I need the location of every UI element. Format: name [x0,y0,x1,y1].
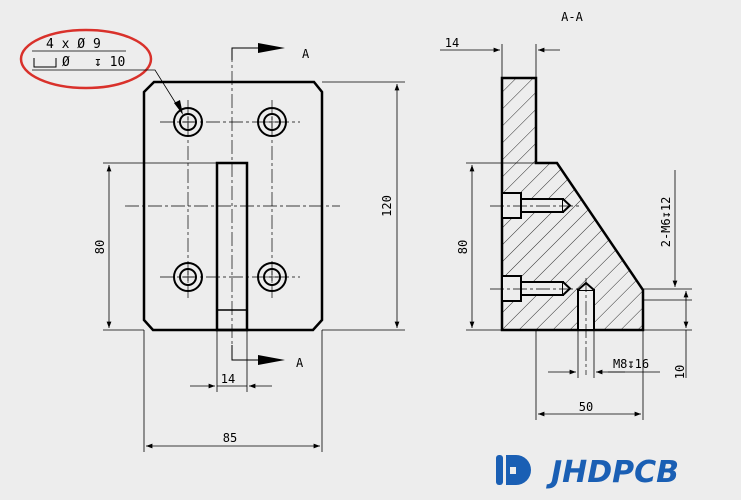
dimension-height-120 [322,81,405,331]
front-view: A A 120 80 14 85 [93,43,405,452]
section-arrow-bottom [231,345,285,365]
center-lines [125,48,340,345]
section-label-bottom: A [296,356,304,370]
dimension-m6 [643,170,692,378]
section-view: A-A 14 [440,10,692,420]
section-title: A-A [561,10,583,24]
dim-label-85: 85 [223,431,237,445]
section-label-top: A [302,47,310,61]
thread-label-m6: 2-M6↧12 [659,197,673,248]
section-center-lines [490,205,587,375]
counterbore-section [501,192,572,219]
section-arrow-top [231,43,285,60]
dimension-base-50 [535,330,644,420]
dim-label-10: 10 [673,365,687,379]
dim-label-14-side: 14 [445,36,459,50]
logo-text: JHDPCB [546,455,679,490]
dimension-thickness-14 [440,44,560,78]
counterbore-section [501,275,572,302]
jhdpcb-logo: JHDPCB [496,455,679,490]
dim-label-14-front: 14 [221,372,235,386]
hole-callout: 4 x Ø 9 Ø ↧ 10 [19,28,183,115]
dimension-side-80 [466,162,536,331]
dim-label-120: 120 [380,195,394,217]
thread-label-m8: M8↧16 [613,357,649,371]
front-plate-outline [142,80,324,332]
dim-label-80-side: 80 [456,240,470,254]
dimension-slot-14 [190,330,272,392]
dim-label-50: 50 [579,400,593,414]
callout-diameter-symbol: Ø [62,55,70,70]
logo-icon [496,455,531,485]
callout-depth: ↧ 10 [94,55,125,70]
dimension-hole-spacing-80 [103,162,217,331]
callout-line-1: 4 x Ø 9 [46,37,101,52]
dim-label-80: 80 [93,240,107,254]
thread-leader-m8 [548,330,660,378]
dimension-width-85 [143,330,323,452]
section-body [500,76,645,332]
